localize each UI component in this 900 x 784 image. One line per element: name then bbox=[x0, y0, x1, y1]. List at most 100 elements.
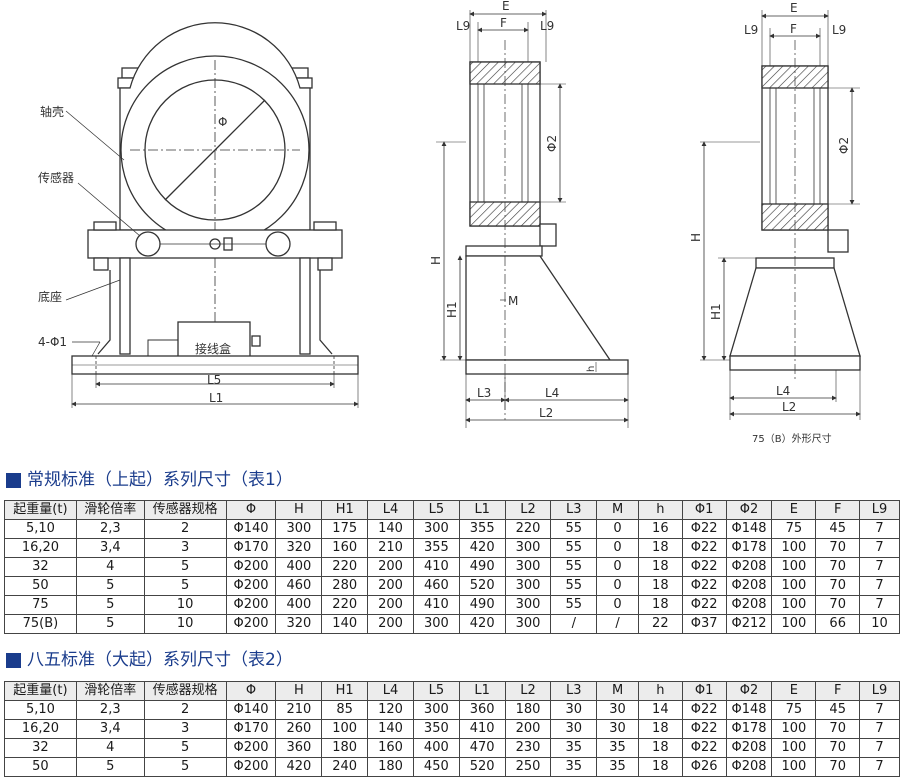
column-header: 传感器规格 bbox=[143, 681, 227, 701]
table-cell: 18 bbox=[637, 738, 683, 758]
table-cell: 200 bbox=[367, 557, 414, 577]
table-cell: Φ22 bbox=[681, 576, 727, 596]
table-cell: 30 bbox=[550, 719, 598, 739]
table-cell: 7 bbox=[859, 538, 900, 558]
table-cell: 35 bbox=[596, 757, 639, 777]
column-header: 起重量(t) bbox=[4, 500, 77, 520]
label-housing: 轴壳 bbox=[40, 104, 64, 119]
column-header: Φ bbox=[225, 500, 277, 520]
table-cell: 210 bbox=[367, 538, 414, 558]
table-cell: 100 bbox=[771, 576, 817, 596]
table-cell: 2,3 bbox=[75, 700, 145, 720]
column-header: H bbox=[275, 500, 323, 520]
table-cell: Φ22 bbox=[681, 700, 727, 720]
table-cell: 5,10 bbox=[4, 700, 77, 720]
table-cell: 160 bbox=[321, 538, 369, 558]
table-cell: Φ170 bbox=[225, 719, 277, 739]
table-cell: 300 bbox=[504, 614, 552, 634]
column-header: L2 bbox=[504, 681, 552, 701]
table-cell: 70 bbox=[815, 595, 861, 615]
table-cell: 400 bbox=[275, 595, 323, 615]
table-cell: 420 bbox=[458, 538, 506, 558]
table-cell: 66 bbox=[815, 614, 861, 634]
table-cell: Φ200 bbox=[225, 614, 277, 634]
table-cell: 490 bbox=[458, 595, 506, 615]
table-cell: 0 bbox=[596, 576, 639, 596]
table-cell: 18 bbox=[637, 557, 683, 577]
table-cell: 460 bbox=[412, 576, 460, 596]
variant-label-f: F bbox=[790, 22, 797, 36]
table-cell: 5 bbox=[75, 576, 145, 596]
table-cell: 180 bbox=[504, 700, 552, 720]
side-view-labels: E L9 F L9 Φ2 H H1 M h L3 L4 L2 bbox=[429, 0, 597, 420]
table-cell: 100 bbox=[771, 614, 817, 634]
column-header: 起重量(t) bbox=[4, 681, 77, 701]
table-cell: 7 bbox=[859, 576, 900, 596]
table-cell: 85 bbox=[321, 700, 369, 720]
table-cell: 50 bbox=[4, 576, 77, 596]
table-cell: 7 bbox=[859, 700, 900, 720]
column-header: L5 bbox=[412, 500, 460, 520]
table-cell: 320 bbox=[275, 614, 323, 634]
column-header: H1 bbox=[321, 681, 369, 701]
junction-box-shape bbox=[177, 321, 251, 359]
table-cell: 175 bbox=[321, 519, 369, 539]
table-cell: 200 bbox=[367, 576, 414, 596]
column-header: Φ1 bbox=[681, 681, 727, 701]
variant-75b-view bbox=[700, 10, 861, 420]
table-cell: 450 bbox=[412, 757, 460, 777]
column-header: M bbox=[596, 500, 639, 520]
table-cell: 5,10 bbox=[4, 519, 77, 539]
table-cell: 3,4 bbox=[75, 538, 145, 558]
table-cell: 18 bbox=[637, 595, 683, 615]
table-cell: 35 bbox=[550, 757, 598, 777]
table-cell: 400 bbox=[412, 738, 460, 758]
table-cell: 200 bbox=[367, 595, 414, 615]
table-cell: 3 bbox=[143, 719, 227, 739]
side-label-e: E bbox=[502, 0, 510, 13]
side-label-l9-right: L9 bbox=[540, 19, 554, 33]
table-cell: Φ208 bbox=[725, 595, 773, 615]
column-header: Φ2 bbox=[725, 500, 773, 520]
table-cell: 350 bbox=[412, 719, 460, 739]
table-cell: 70 bbox=[815, 538, 861, 558]
column-header: L4 bbox=[367, 500, 414, 520]
column-header: Φ bbox=[225, 681, 277, 701]
column-header: 传感器规格 bbox=[143, 500, 227, 520]
table-cell: Φ22 bbox=[681, 538, 727, 558]
table-cell: 100 bbox=[771, 557, 817, 577]
table-cell: 420 bbox=[275, 757, 323, 777]
table-cell: Φ208 bbox=[725, 757, 773, 777]
column-header: L1 bbox=[458, 681, 506, 701]
variant-label-phi2: Φ2 bbox=[837, 137, 851, 154]
table-cell: 420 bbox=[458, 614, 506, 634]
table-cell: 7 bbox=[859, 719, 900, 739]
table-cell: 100 bbox=[771, 538, 817, 558]
table-cell: 490 bbox=[458, 557, 506, 577]
table-cell: 16,20 bbox=[4, 538, 77, 558]
table-cell: 22 bbox=[637, 614, 683, 634]
side-pedestal bbox=[465, 255, 612, 361]
table-cell: 180 bbox=[321, 738, 369, 758]
table-cell: Φ140 bbox=[225, 700, 277, 720]
table-cell: 460 bbox=[275, 576, 323, 596]
table-cell: 210 bbox=[275, 700, 323, 720]
table-cell: 75 bbox=[771, 700, 817, 720]
table-cell: 160 bbox=[367, 738, 414, 758]
column-header: 滑轮倍率 bbox=[75, 500, 145, 520]
table-cell: 55 bbox=[550, 595, 598, 615]
table-cell: 0 bbox=[596, 538, 639, 558]
column-header: E bbox=[771, 681, 817, 701]
table-cell: 70 bbox=[815, 719, 861, 739]
variant-label-h1: H1 bbox=[709, 303, 723, 320]
table-cell: Φ26 bbox=[681, 757, 727, 777]
table-cell: Φ200 bbox=[225, 595, 277, 615]
side-view bbox=[436, 10, 629, 428]
table-cell: 400 bbox=[275, 557, 323, 577]
table-cell: 10 bbox=[143, 595, 227, 615]
